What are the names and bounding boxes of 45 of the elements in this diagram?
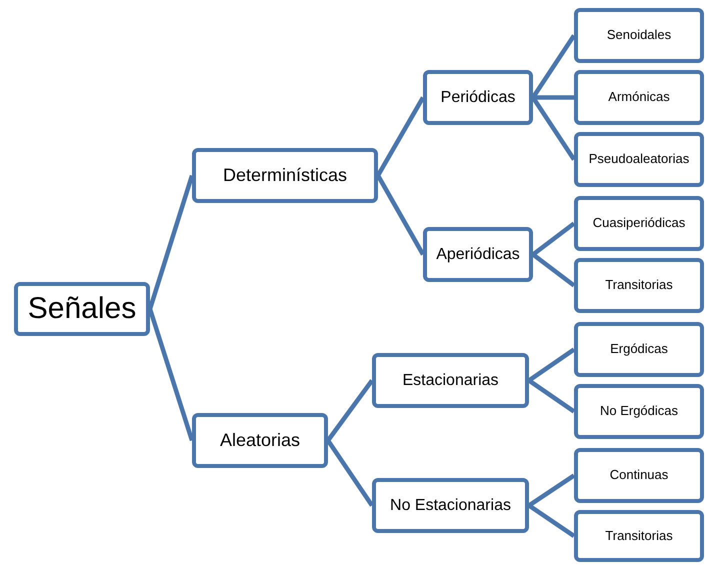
category-box <box>423 227 533 282</box>
connector-line <box>528 504 576 538</box>
category-box <box>574 322 704 377</box>
node-label: Armónicas <box>608 89 670 106</box>
category-box <box>574 132 704 187</box>
node-label: Aleatorias <box>220 429 300 452</box>
connector-line <box>326 379 374 442</box>
category-box <box>372 353 529 408</box>
node-label: Estacionarias <box>402 370 499 390</box>
node-label: Cuasiperiódicas <box>592 215 686 232</box>
node-label: Periódicas <box>440 88 516 108</box>
connector-line <box>533 95 574 100</box>
connector-line <box>528 348 576 382</box>
connector-line <box>528 378 576 414</box>
connector-line <box>528 474 576 508</box>
connector-line <box>148 174 194 310</box>
category-box <box>372 478 529 533</box>
node-label: Señales <box>28 291 136 328</box>
category-box <box>574 8 704 63</box>
category-box <box>574 196 704 251</box>
category-box <box>192 413 328 468</box>
node-label: No Ergódicas <box>600 403 678 420</box>
node-label: Continuas <box>610 467 668 484</box>
category-box <box>423 70 533 125</box>
node-label: Transitorias <box>605 277 673 294</box>
category-box <box>574 258 704 313</box>
category-box <box>574 70 704 125</box>
category-box <box>574 510 704 562</box>
category-box <box>574 384 704 439</box>
category-box <box>14 282 150 336</box>
connector-line <box>148 308 194 442</box>
node-label: Pseudoaleatorias <box>588 151 690 168</box>
connector-line <box>532 252 576 288</box>
connector-line <box>326 439 374 507</box>
node-label: Senoidales <box>606 27 672 44</box>
category-box <box>574 448 704 503</box>
category-box <box>192 148 378 203</box>
connector-line <box>376 96 425 177</box>
node-label: Aperiódicas <box>436 244 520 264</box>
connector-line <box>532 222 576 256</box>
node-label: Transitorias <box>605 528 673 544</box>
node-label: Determinísticas <box>222 164 348 187</box>
connector-line <box>376 174 425 256</box>
node-label: No Estacionarias <box>390 496 511 516</box>
node-label: Ergódicas <box>610 341 668 358</box>
